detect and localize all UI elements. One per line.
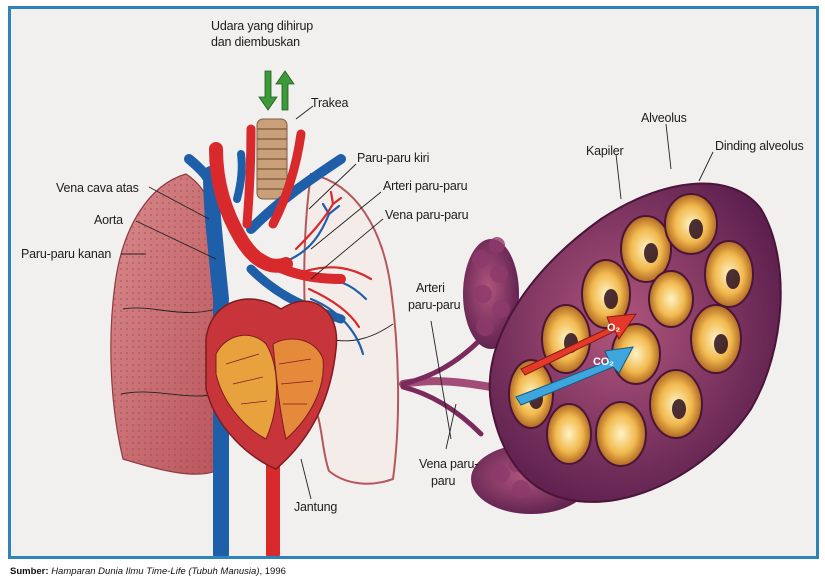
label-o2: O₂ <box>607 322 620 334</box>
label-superior-vena-cava: Vena cava atas <box>56 181 139 195</box>
bronchiole <box>403 339 491 434</box>
label-capillary: Kapiler <box>586 144 624 158</box>
label-heart: Jantung <box>294 500 337 514</box>
label-pulmonary-vein-top: Vena paru-paru <box>385 208 469 222</box>
diagram-frame: Udara yang dihirup dan diembuskan Trakea… <box>8 6 819 559</box>
label-right-lung: Paru-paru kanan <box>21 247 111 261</box>
label-co2: CO₂ <box>593 356 614 368</box>
caption-year: , 1996 <box>259 566 285 577</box>
arrow-down-icon <box>259 71 277 110</box>
source-caption: Sumber: Hamparan Dunia Ilmu Time-Life (T… <box>10 566 286 577</box>
label-alveolus-wall: Dinding alveolus <box>715 139 804 153</box>
respiratory-system-illustration: Udara yang dihirup dan diembuskan Trakea… <box>11 9 816 556</box>
label-aorta: Aorta <box>94 213 123 227</box>
label-left-lung: Paru-paru kiri <box>357 151 429 165</box>
label-pulmonary-vein-bottom-2: paru <box>431 474 455 488</box>
label-trachea: Trakea <box>311 96 348 110</box>
label-pulmonary-artery-top: Arteri paru-paru <box>383 179 468 193</box>
caption-prefix: Sumber: <box>10 566 49 577</box>
label-pulmonary-vein-bottom-1: Vena paru- <box>419 457 478 471</box>
arrow-up-icon <box>276 71 294 110</box>
label-alveolus: Alveolus <box>641 111 687 125</box>
trachea <box>257 119 287 199</box>
label-air-line1: Udara yang dihirup <box>211 19 313 33</box>
right-lung <box>111 174 219 474</box>
caption-source: Hamparan Dunia Ilmu Time-Life (Tubuh Man… <box>51 566 259 577</box>
alveolus-magnified <box>490 184 781 502</box>
label-air-line2: dan diembuskan <box>211 35 300 49</box>
label-pulmonary-artery-mid-1: Arteri <box>416 281 445 295</box>
label-pulmonary-artery-mid-2: paru-paru <box>408 298 461 312</box>
